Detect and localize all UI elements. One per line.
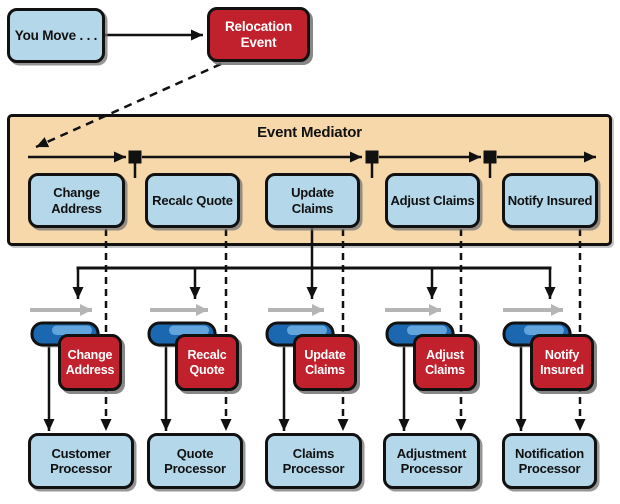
processor-box-customer: Customer Processor [28,433,134,489]
event-box-adjust-claims: Adjust Claims [413,334,477,391]
step-box-adjust-claims: Adjust Claims [385,173,480,228]
trigger-box: You Move . . . [7,8,105,63]
processor-box-notification: Notification Processor [502,433,597,489]
step-box-recalc-quote: Recalc Quote [145,173,240,228]
distribution-connectors [72,228,556,299]
channel-to-processor-arrows [43,342,527,431]
event-box-change-address: Change Address [58,334,122,391]
relocation-event-box: Relocation Event [207,7,310,62]
event-box-update-claims: Update Claims [293,334,357,391]
mediator-timeline [28,150,596,178]
mediator-to-processor-dashed-arrows [100,229,586,431]
timeline-node-square [365,150,379,164]
step-box-change-address: Change Address [28,173,125,228]
processor-box-claims: Claims Processor [265,433,362,489]
step-box-notify-insured: Notify Insured [502,173,598,228]
timeline-node-square [128,150,142,164]
event-box-notify-insured: Notify Insured [530,334,594,391]
event-mediator-title: Event Mediator [257,124,362,141]
processor-box-quote: Quote Processor [147,433,243,489]
processor-box-adjustment: Adjustment Processor [383,433,480,489]
timeline-node-square [483,150,497,164]
step-box-update-claims: Update Claims [265,173,360,228]
event-to-mediator-dashed-arrow [35,62,222,149]
event-box-recalc-quote: Recalc Quote [175,334,239,391]
